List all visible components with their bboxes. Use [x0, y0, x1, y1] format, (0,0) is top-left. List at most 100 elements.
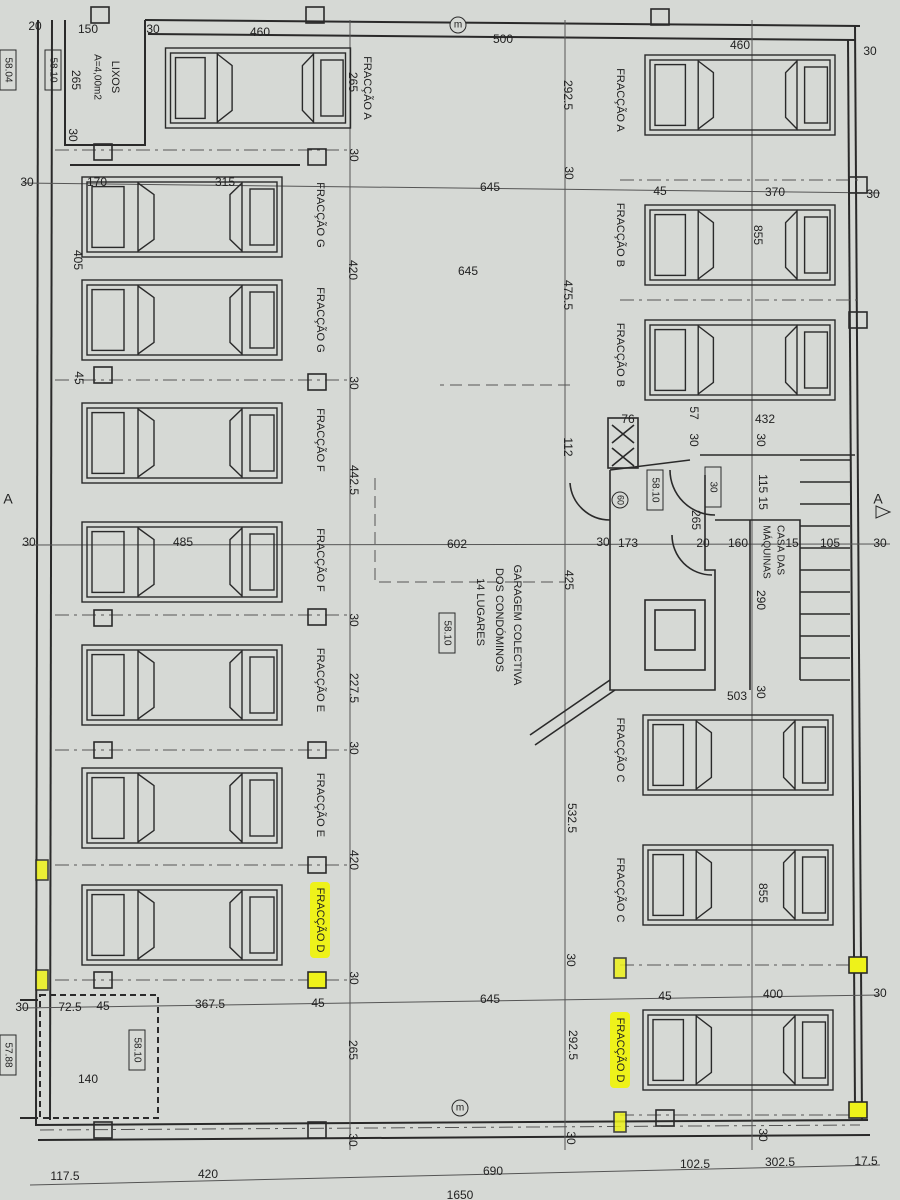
highlight-mark	[310, 882, 330, 958]
structural-column	[848, 1101, 868, 1119]
dimension-line	[21, 543, 891, 546]
windshield	[137, 407, 155, 479]
level-tag: 30	[707, 481, 718, 493]
dimension-label: 30	[687, 433, 701, 447]
dimension-label: 645	[458, 264, 478, 278]
dimension-label: 367.5	[195, 997, 225, 1011]
windshield	[137, 284, 155, 356]
car-body-inner	[86, 181, 278, 253]
car-left-5	[81, 521, 283, 603]
structural-column	[307, 1121, 327, 1139]
dimension-label: 30	[347, 741, 361, 755]
core-walls	[609, 454, 855, 691]
hood	[652, 853, 685, 917]
stair-number: 60	[616, 495, 626, 505]
dimension-label: 170	[87, 175, 107, 189]
machine-room-walls	[715, 519, 801, 690]
dimension-label: 45	[72, 371, 86, 385]
trunk	[801, 1021, 827, 1079]
car-body	[642, 714, 834, 796]
room-label: LIXOS	[109, 61, 121, 93]
car-body	[642, 1009, 834, 1091]
structural-column	[93, 143, 113, 161]
hood	[654, 63, 687, 127]
dimension-label: 292.5	[566, 1030, 580, 1060]
trunk	[249, 414, 275, 472]
dimension-label: 302.5	[765, 1155, 795, 1169]
stair-elevator-core	[529, 417, 855, 746]
marker-circle	[449, 16, 467, 34]
hood	[652, 723, 685, 787]
dimension-label: 405	[71, 250, 85, 270]
rear-window	[229, 181, 243, 253]
trunk	[803, 331, 829, 389]
dimension-label: 57	[687, 406, 701, 420]
level-tag-box	[0, 1034, 17, 1076]
level-tag-box	[44, 49, 62, 91]
rear-window	[229, 889, 243, 961]
car-body	[81, 279, 283, 361]
car-body-inner	[649, 59, 831, 131]
dimension-label: 442.5	[347, 465, 361, 495]
dimension-label: 30	[347, 148, 361, 162]
windshield	[137, 181, 155, 253]
outer-wall-left-inner	[49, 19, 53, 1121]
car-right-3	[644, 319, 836, 401]
structural-column	[307, 971, 327, 989]
car-left-2	[81, 176, 283, 258]
dimension-label: 690	[483, 1164, 503, 1178]
trunk	[249, 291, 275, 349]
hood	[91, 530, 125, 594]
structural-column	[650, 8, 670, 26]
structural-column	[848, 176, 868, 194]
level-tag: 58.10	[131, 1037, 142, 1062]
trunk	[249, 896, 275, 954]
structural-column	[848, 311, 868, 329]
car-body	[81, 644, 283, 726]
outer-wall-bottom-outer	[37, 1134, 871, 1141]
hood	[91, 411, 125, 475]
car-left-3	[81, 279, 283, 361]
windshield	[697, 324, 715, 396]
rear-window	[229, 407, 243, 479]
car-body-inner	[86, 407, 278, 479]
rear-window	[782, 1014, 796, 1086]
dimension-label: 30	[15, 1000, 29, 1014]
dimension-label: 30	[66, 128, 80, 142]
dimension-label: 30	[596, 535, 610, 549]
room-label: 14 LUGARES	[474, 578, 486, 646]
car-left-7	[81, 767, 283, 849]
rear-window	[784, 324, 798, 396]
dimension-label: 432	[755, 412, 775, 426]
hood	[174, 56, 206, 120]
dimension-label: 30	[756, 1128, 770, 1142]
dimension-label: 290	[754, 590, 768, 610]
dimension-label: 173	[618, 536, 638, 550]
car-body-inner	[647, 1014, 829, 1086]
rear-window	[782, 849, 796, 921]
car-body	[81, 767, 283, 849]
level-tag: 58.10	[441, 620, 452, 645]
dimension-label: 30	[564, 1131, 578, 1145]
hood	[91, 653, 125, 717]
dimension-label: 45	[658, 989, 672, 1003]
dimension-label: 855	[756, 883, 770, 903]
car-body	[644, 319, 836, 401]
outer-wall-bottom	[34, 1119, 869, 1126]
door-swing	[569, 469, 716, 576]
car-body-inner	[86, 889, 278, 961]
dimension-label: 500	[493, 32, 513, 46]
dimension-label: 30	[564, 953, 578, 967]
structural-column	[93, 609, 113, 627]
fraction-label: FRACÇÃO G	[314, 182, 327, 247]
fraction-label: FRACÇÃO D	[614, 1018, 627, 1083]
highlight-mark	[613, 957, 627, 979]
structural-column	[307, 373, 327, 391]
trunk	[801, 726, 827, 784]
dimension-label: 475.5	[561, 280, 575, 310]
highlight-mark	[613, 1111, 627, 1133]
dimension-label: 76	[621, 412, 635, 426]
level-tag-box	[704, 466, 722, 508]
